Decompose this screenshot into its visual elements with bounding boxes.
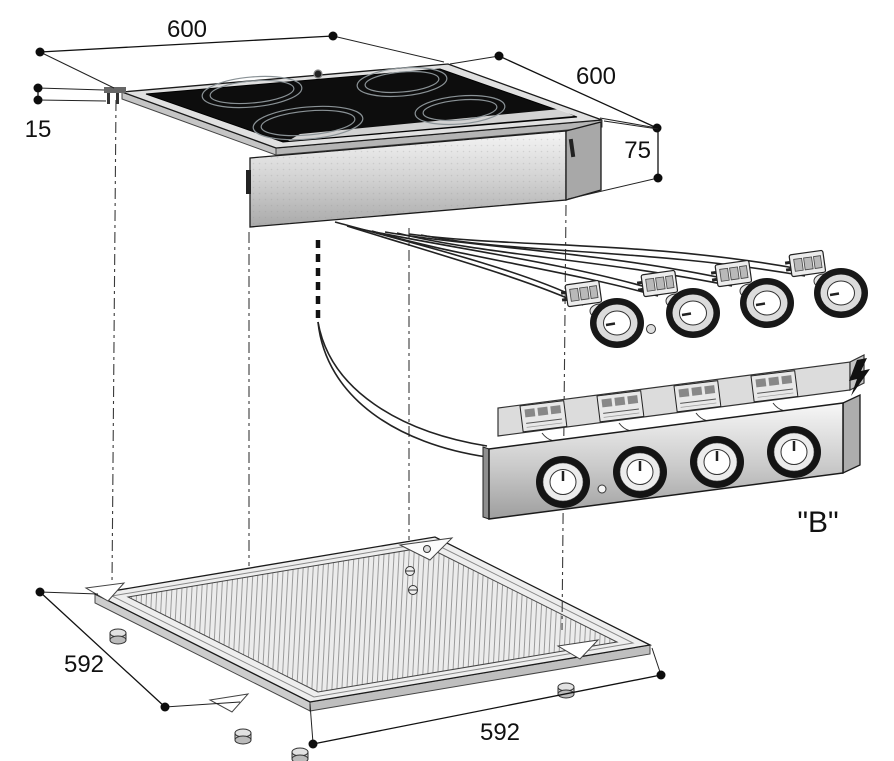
tray-corner-bracket-right: [556, 639, 600, 660]
cable: [371, 230, 659, 297]
dimension-endpoint-dot: [308, 739, 318, 749]
connector-block: [636, 269, 679, 298]
dim-label-body-height: 75: [624, 137, 651, 164]
cable-to-box: [317, 321, 488, 458]
burner-back-left: [201, 75, 303, 109]
box-right-cap: [842, 393, 861, 475]
projection-line-left: [111, 99, 117, 585]
cable: [384, 231, 728, 280]
dimension-body-height: 75: [567, 120, 663, 200]
knob-pointer: [755, 302, 766, 307]
dimension-endpoint-dot: [33, 83, 43, 93]
dim-label-top-width: 600: [167, 16, 207, 43]
base-tray: [84, 536, 653, 761]
tray-foot-3: [291, 747, 309, 761]
thermostat-knobs: [560, 249, 868, 348]
hob-body-right-face: [565, 121, 602, 201]
box-left-cap: [482, 446, 490, 520]
relay-module-3: [673, 380, 722, 413]
dimension-endpoint-dot: [494, 51, 504, 61]
burner-front-left: [252, 105, 364, 141]
body-hinge-pin: [246, 170, 251, 194]
mounting-clip: [104, 87, 126, 104]
dim-label-rim-thickness: 15: [25, 116, 52, 143]
dim-label-base-depth: 592: [64, 651, 104, 678]
dimension-rim-thickness: 15: [25, 83, 107, 143]
box-knob-4: [767, 426, 821, 478]
dimension-endpoint-dot: [160, 702, 170, 712]
projection-line-right: [561, 204, 567, 631]
dimension-endpoint-dot: [328, 31, 338, 41]
box-knob-1: [536, 456, 590, 508]
dimension-endpoint-dot: [35, 587, 45, 597]
cable: [346, 225, 584, 306]
thermostat-knob-4: [784, 249, 868, 318]
tray-foot-4: [557, 682, 575, 699]
cable: [408, 233, 801, 270]
knob-pointer: [681, 312, 692, 317]
dimension-annotations: 600 600 15 75: [25, 16, 666, 749]
connector-block: [710, 259, 753, 288]
dimension-top-width: 600: [35, 16, 445, 89]
floor-screw-1: [405, 566, 415, 576]
control-box: "B": [482, 354, 870, 539]
tray-foot-1: [109, 628, 127, 645]
burner-front-right: [414, 94, 506, 126]
dimension-endpoint-dot: [652, 123, 662, 133]
knob-face: [827, 280, 855, 306]
dimension-endpoint-dot: [653, 173, 663, 183]
cooktop-assembly: [104, 63, 603, 228]
burner-back-right: [356, 66, 448, 98]
burners: [201, 66, 506, 141]
dim-label-top-depth: 600: [576, 63, 616, 90]
knob-face: [679, 300, 707, 326]
dimension-base-depth: 592: [35, 587, 241, 712]
tray-corner-bracket-left: [84, 582, 126, 602]
hob-body-texture: [250, 131, 566, 227]
knob-face: [603, 310, 631, 336]
connector-block: [784, 249, 827, 278]
glass-reflection: [288, 109, 574, 141]
tray-foot-2: [234, 728, 252, 745]
tray-floor-hatched: [126, 546, 619, 693]
box-knob-2: [613, 446, 667, 498]
knob-screw: [646, 324, 656, 334]
thermostat-knob-3: [710, 259, 794, 328]
projection-lines: [111, 99, 567, 631]
relay-module-1: [519, 400, 568, 433]
dim-label-base-width: 592: [480, 719, 520, 746]
cable-to-box: [317, 321, 488, 447]
dimension-endpoint-dot: [35, 47, 45, 57]
dimension-base-width: 592: [308, 647, 666, 749]
connector-block: [560, 279, 603, 308]
thermostat-knob-2: [636, 269, 720, 338]
knob-pointer: [605, 322, 616, 327]
box-pilot-hole: [597, 484, 607, 494]
body-side-pin: [568, 138, 576, 158]
lightning-icon: [849, 358, 870, 396]
glass-sensor-dot: [313, 69, 323, 79]
knob-face: [753, 290, 781, 316]
box-knob-3: [690, 436, 744, 488]
cable-harness: [315, 221, 806, 458]
dimension-top-depth: 600: [449, 51, 662, 133]
floor-screw-2: [408, 585, 418, 595]
cable: [359, 228, 654, 290]
relay-module-4: [750, 370, 799, 403]
control-box-label: "B": [797, 506, 838, 539]
dimension-endpoint-dot: [33, 95, 43, 105]
bracket-screw: [423, 545, 431, 553]
relay-module-2: [596, 390, 645, 423]
thermostat-knob-1: [560, 279, 644, 348]
tray-rim-inner-line: [110, 541, 635, 698]
dimension-endpoint-dot: [656, 670, 666, 680]
knob-pointer: [829, 292, 840, 297]
cable: [396, 232, 733, 287]
